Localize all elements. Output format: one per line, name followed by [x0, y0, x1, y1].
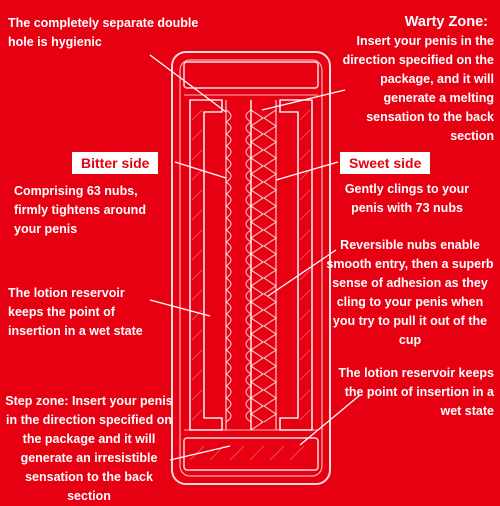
cup-outer-shell	[171, 51, 331, 485]
label-reversible: Reversible nubs enable smooth entry, the…	[326, 238, 494, 347]
top-cap	[183, 61, 319, 89]
leader-sweet	[275, 161, 339, 181]
sweet-side-badge: Sweet side	[340, 152, 431, 174]
label-warty-title: Warty Zone:	[404, 14, 488, 30]
label-bitter-text: Comprising 63 nubs, firmly tightens arou…	[14, 184, 146, 236]
right-side-wall	[279, 99, 313, 431]
label-sweet-text: Gently clings to your penis with 73 nubs	[344, 182, 470, 215]
bottom-cap	[183, 437, 319, 471]
bitter-side-badge: Bitter side	[72, 152, 159, 174]
leader-lotion-right	[299, 394, 361, 446]
label-step-zone: Step zone: Insert your penis in the dire…	[5, 394, 173, 503]
left-side-wall	[189, 99, 223, 431]
cup-inner-shell	[179, 59, 323, 477]
leader-warty	[261, 89, 346, 111]
leader-reversible	[267, 249, 337, 297]
leader-bitter	[174, 161, 227, 179]
label-warty-text: Insert your penis in the direction speci…	[342, 34, 494, 143]
label-double-hole: The completely separate double hole is h…	[8, 16, 199, 49]
label-lotion-left: The lotion reservoir keeps the point of …	[8, 286, 143, 338]
bitter-nubs	[225, 109, 232, 423]
sweet-nubs	[250, 109, 264, 431]
leader-top-left	[149, 54, 227, 113]
label-lotion-right: The lotion reservoir keeps the point of …	[338, 366, 494, 418]
leader-step	[169, 445, 231, 461]
leader-lotion-left	[149, 299, 211, 317]
